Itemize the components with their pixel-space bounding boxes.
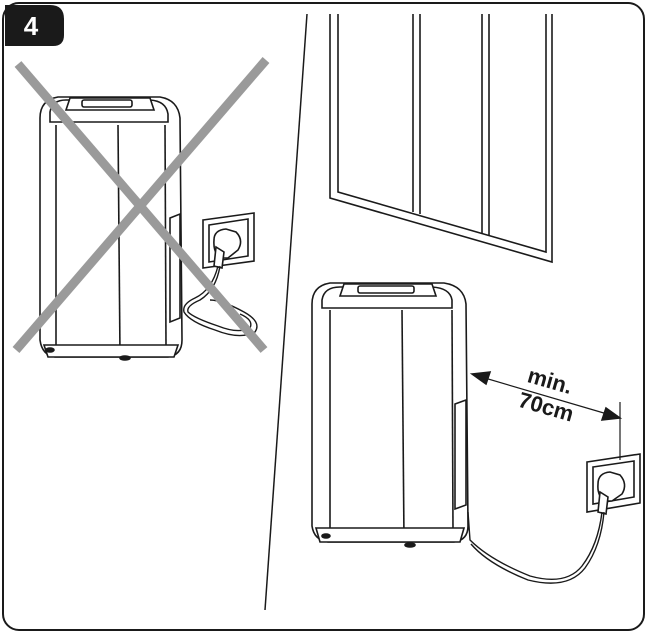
distance-dimension: [469, 371, 623, 460]
cross-out-icon: [12, 57, 270, 353]
power-cord-right: [467, 511, 603, 580]
incorrect-placement-panel: [12, 57, 270, 361]
panel-divider: [264, 13, 308, 611]
step-number: 4: [24, 11, 39, 41]
power-cord-left: [183, 265, 258, 337]
correct-placement-panel: [311, 14, 641, 584]
door-frame: [329, 14, 553, 264]
dehumidifier-unit-right: [311, 282, 469, 548]
dehumidifier-unit-left: [39, 96, 183, 361]
step-badge: 4: [5, 5, 64, 46]
wall-socket-left: [202, 212, 255, 269]
wall-socket-right: [586, 453, 641, 515]
